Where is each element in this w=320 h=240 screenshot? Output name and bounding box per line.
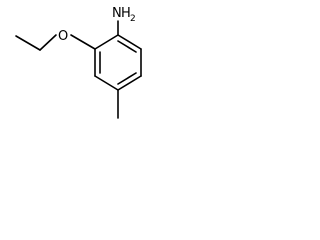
bond-c3-c4	[94, 75, 119, 91]
bond-group	[15, 20, 142, 119]
amine-hydrogen-count: 2	[130, 14, 136, 24]
bond-c1-c2	[94, 34, 119, 50]
bond-c4-c5	[117, 75, 142, 91]
amine-label: N H 2	[112, 6, 136, 24]
structure-canvas: N H 2 O	[0, 0, 150, 155]
molecule-diagram: N H 2 O	[15, 6, 142, 119]
bond-c6-c1-inner	[117, 40, 137, 53]
amine-hydrogen: H	[121, 6, 131, 21]
bond-c6-c1	[117, 34, 142, 50]
ether-oxygen-label: O	[58, 29, 68, 44]
bond-o-ch2	[39, 34, 57, 51]
bond-c4-c5-inner	[117, 72, 137, 85]
bond-c2-o	[70, 34, 96, 50]
bond-ch2-ch3	[15, 35, 41, 51]
amine-symbol: N	[112, 6, 122, 21]
